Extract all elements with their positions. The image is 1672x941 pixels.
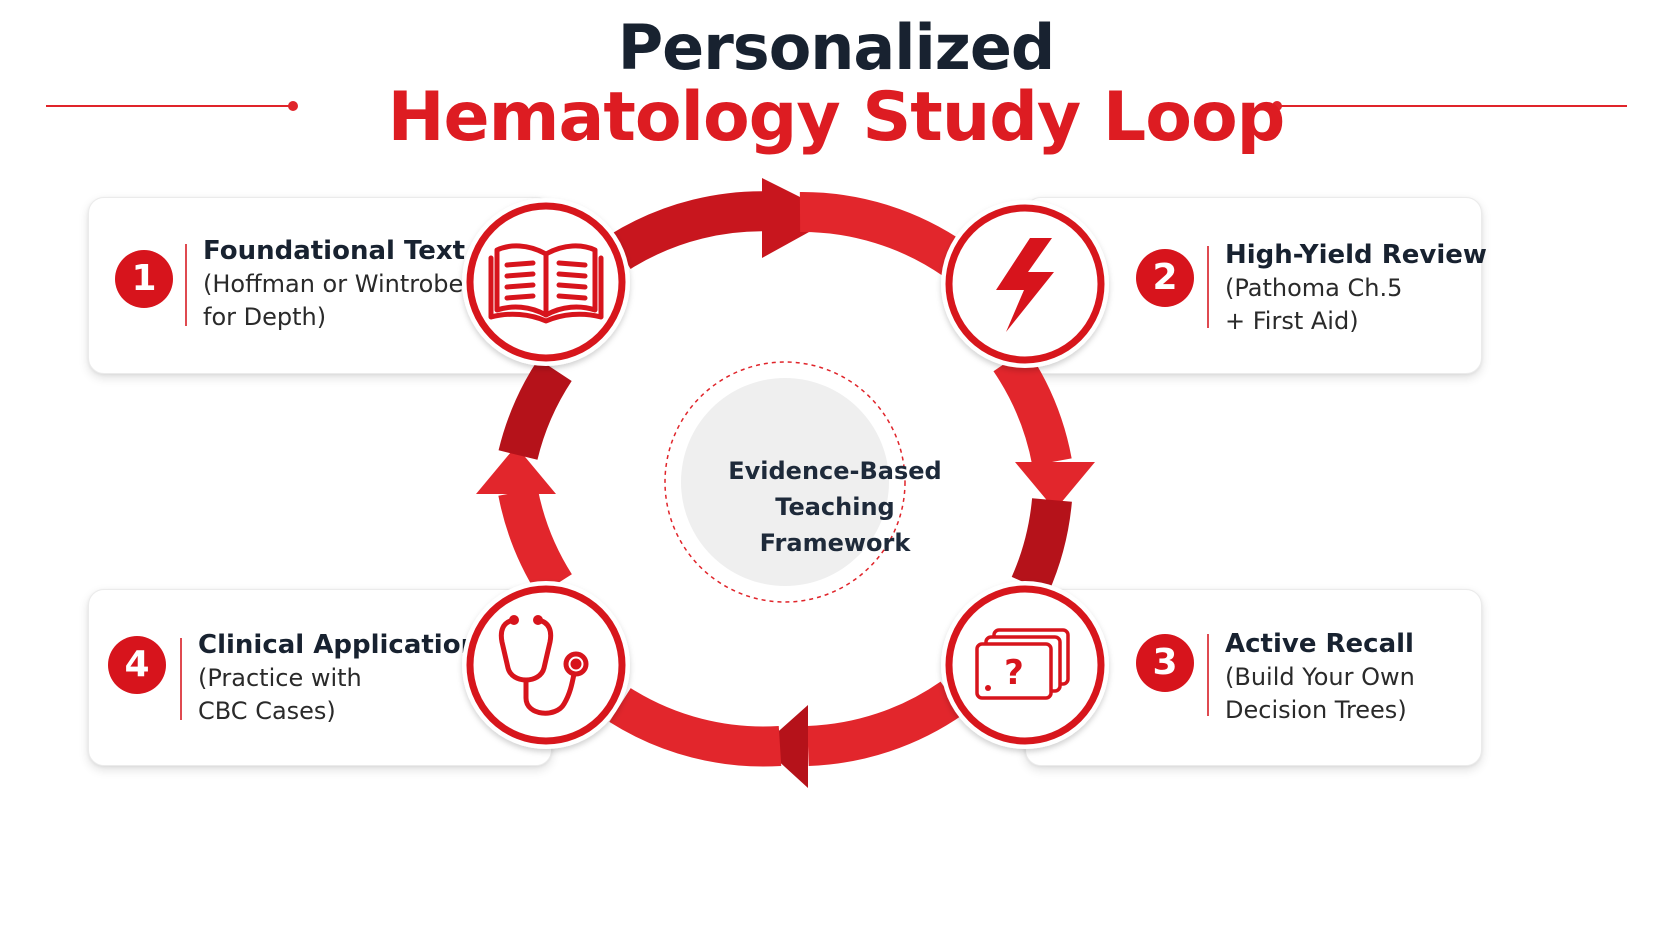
step-description-2: (Pathoma Ch.5 + First Aid) [1225,274,1403,335]
center-label-line-3: Framework [759,529,911,557]
title-rule-left-dot [288,101,298,111]
arrow-head-right [762,178,838,258]
loop-arc-right [993,348,1095,594]
loop-arc-top [609,178,967,277]
center-disc [681,378,889,586]
step-divider-4 [180,638,182,720]
step-title-2: High-Yield Review [1225,240,1487,270]
step-card-3: 3 Active Recall (Build Your Own Decision… [1025,589,1482,766]
title-rule-right-dot [1272,101,1282,111]
step-badge-4: 4 [108,636,166,694]
open-book-icon [488,243,604,324]
title-line-1: Personalized [617,11,1056,84]
loop-arc-left [476,358,573,596]
step-description-3: (Build Your Own Decision Trees) [1225,663,1415,724]
step-divider-2 [1207,246,1209,328]
title-rule-right [1278,105,1627,107]
center-label-line-2: Teaching [775,493,895,521]
stethoscope-icon [498,615,589,716]
title-rule-left [46,105,294,107]
arrow-head-up [476,446,556,494]
arrow-head-down [1015,462,1095,510]
loop-arc-bottom [609,681,964,788]
center-label: Evidence-Based Teaching Framework [700,453,970,561]
step-badge-1: 1 [115,250,173,308]
arrow-head-left [762,705,808,788]
center-label-line-1: Evidence-Based [728,457,942,485]
step-description-4: (Practice with CBC Cases) [198,664,362,725]
step-title-4: Clinical Application [198,630,480,660]
title-line-2: Hematology Study Loop [387,78,1286,157]
step-title-1: Foundational Text [203,236,466,266]
lightning-bolt-icon [996,238,1054,332]
step-divider-3 [1207,634,1209,716]
step-description-1: (Hoffman or Wintrobe for Depth) [203,270,464,331]
step-card-4: 4 Clinical Application (Practice with CB… [88,589,552,766]
step-title-3: Active Recall [1225,629,1414,659]
flashcards-question-icon: ? [975,628,1070,700]
step-badge-3: 3 [1136,634,1194,692]
svg-text:?: ? [1004,653,1024,693]
step-divider-1 [185,244,187,326]
step-badge-2: 2 [1136,249,1194,307]
